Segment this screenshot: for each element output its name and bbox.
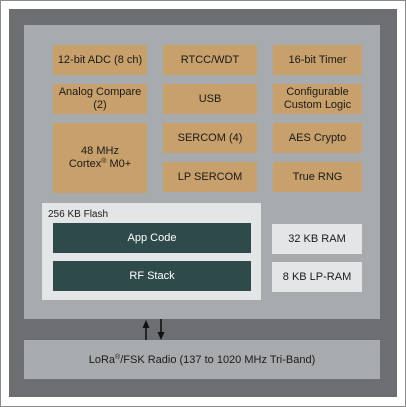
radio-description: /FSK Radio (137 to 1020 MHz Tri-Band): [120, 353, 316, 366]
ccl-block: Configurable Custom Logic: [273, 84, 362, 114]
lp-sercom-label: LP SERCOM: [177, 170, 243, 183]
down-arrow-icon: [157, 319, 165, 340]
usb-label: USB: [198, 92, 222, 105]
sercom-label: SERCOM (4): [177, 131, 243, 144]
analog-compare-count: (2): [93, 99, 107, 111]
cpu-block: 48 MHz Cortex® M0+: [53, 123, 147, 193]
ccl-label-line1: Configurable: [286, 86, 349, 98]
rf-stack-label: RF Stack: [129, 270, 175, 282]
rtcc-wdt-label: RTCC/WDT: [180, 53, 240, 66]
cpu-core-name: Cortex: [68, 158, 102, 170]
analog-compare-block: Analog Compare (2): [53, 84, 147, 114]
adc-label: 12-bit ADC (8 ch): [57, 53, 143, 66]
cpu-core: Cortex® M0+: [69, 158, 131, 171]
analog-compare-label: Analog Compare: [58, 86, 142, 98]
lp-ram-label: 8 KB LP-RAM: [282, 271, 352, 283]
adc-block: 12-bit ADC (8 ch): [53, 45, 147, 75]
usb-block: USB: [163, 84, 257, 114]
registered-mark: ®: [101, 158, 107, 165]
rf-stack-block: RF Stack: [53, 261, 251, 291]
aes-block: AES Crypto: [273, 123, 362, 153]
app-code-label: App Code: [127, 232, 177, 244]
flash-label: 256 KB Flash: [48, 209, 109, 220]
rtcc-wdt-block: RTCC/WDT: [163, 45, 257, 75]
timer-block: 16-bit Timer: [273, 45, 362, 75]
timer-label: 16-bit Timer: [288, 53, 347, 66]
aes-label: AES Crypto: [288, 131, 347, 144]
ram-label: 32 KB RAM: [288, 233, 346, 245]
up-arrow-icon: [142, 320, 150, 341]
sercom-block: SERCOM (4): [163, 123, 257, 153]
lp-ram-block: 8 KB LP-RAM: [272, 262, 362, 292]
cpu-frequency: 48 MHz: [81, 145, 119, 157]
trng-label: True RNG: [292, 170, 343, 183]
radio-registered-mark: ®: [115, 353, 121, 361]
radio-block: LoRa®/FSK Radio (137 to 1020 MHz Tri-Ban…: [24, 340, 380, 379]
app-code-block: App Code: [53, 223, 251, 253]
radio-label: LoRa®/FSK Radio (137 to 1020 MHz Tri-Ban…: [89, 354, 316, 366]
ram-block: 32 KB RAM: [272, 224, 362, 254]
ccl-label-line2: Custom Logic: [283, 99, 352, 111]
trng-block: True RNG: [273, 162, 362, 192]
radio-brand: LoRa: [88, 353, 116, 366]
lp-sercom-block: LP SERCOM: [163, 162, 257, 192]
cpu-core-model: M0+: [106, 158, 132, 170]
